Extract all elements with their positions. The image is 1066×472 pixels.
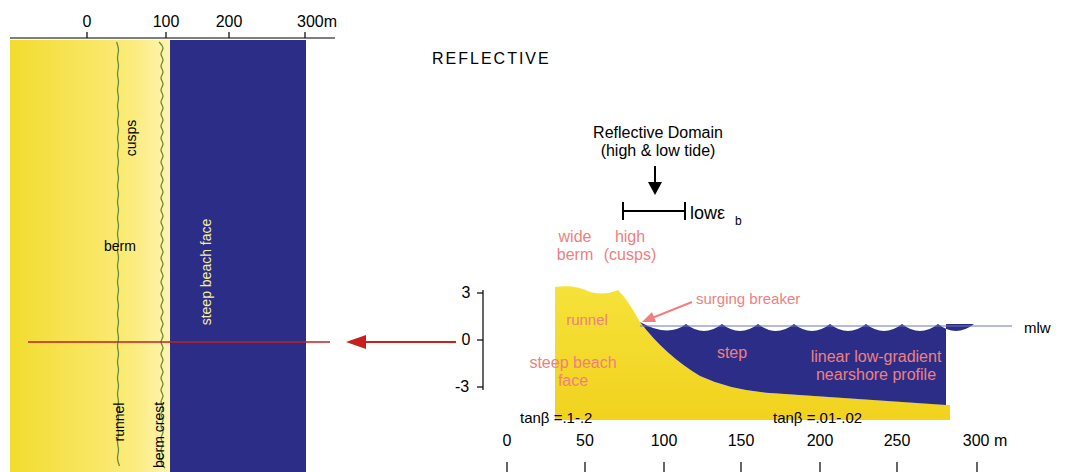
arrow-head [346, 335, 366, 349]
leader-line [652, 302, 692, 318]
arrow-head [642, 312, 656, 322]
vertical-label: berm crest [151, 402, 167, 468]
axis-label: 50 [576, 432, 594, 450]
axis-label: lowε [690, 203, 725, 224]
depth-axis [477, 290, 483, 390]
scale-ticks [87, 32, 305, 38]
axis-label: 100 [651, 432, 678, 450]
axis-label: b [735, 215, 742, 229]
axis-label: 250 [884, 432, 911, 450]
axis-label: 300m [297, 13, 337, 31]
axis-label: berm [104, 238, 136, 254]
sea-plan [170, 40, 306, 472]
feature-label: linear low-gradient nearshore profile [784, 348, 969, 385]
axis-label: tanβ =.1-.2 [520, 409, 592, 426]
axis-label: 0 [503, 432, 512, 450]
axis-label: 0 [462, 331, 471, 349]
feature-label: high (cusps) [603, 228, 658, 265]
axis-label: 0 [83, 13, 92, 31]
scale-line [10, 37, 335, 38]
axis-label: 150 [728, 432, 755, 450]
axis-label: 3 [462, 284, 471, 302]
axis-label: 100 [153, 13, 180, 31]
vertical-label: steep beach face [198, 219, 214, 326]
feature-label: surging breaker [696, 290, 800, 307]
water-body [640, 322, 974, 405]
axis-label: Reflective Domain (high & low tide) [576, 124, 741, 161]
axis-label: -3 [455, 378, 469, 396]
axis-label: 300 m [963, 432, 1007, 450]
mlw-line [640, 325, 1012, 326]
axis-label: 200 [216, 13, 243, 31]
title: REFLECTIVE [432, 50, 551, 68]
profile-line [28, 341, 330, 343]
feature-label: step [717, 344, 747, 362]
axis-label: mlw [1024, 319, 1051, 336]
feature-label: wide berm [548, 228, 603, 265]
beach-plan [10, 40, 170, 472]
axis-label: tanβ =.01-.02 [773, 409, 862, 426]
domain-bracket [623, 202, 685, 220]
vertical-label: runnel [111, 403, 127, 442]
distance-ticks [507, 462, 977, 472]
pointer-arrow [362, 341, 456, 343]
domain-arrow [654, 166, 656, 184]
vertical-label: cusps [123, 120, 139, 157]
feature-label: runnel [566, 311, 608, 328]
feature-label: steep beach face [523, 354, 623, 391]
arrow-head [648, 182, 662, 195]
axis-label: 200 [807, 432, 834, 450]
